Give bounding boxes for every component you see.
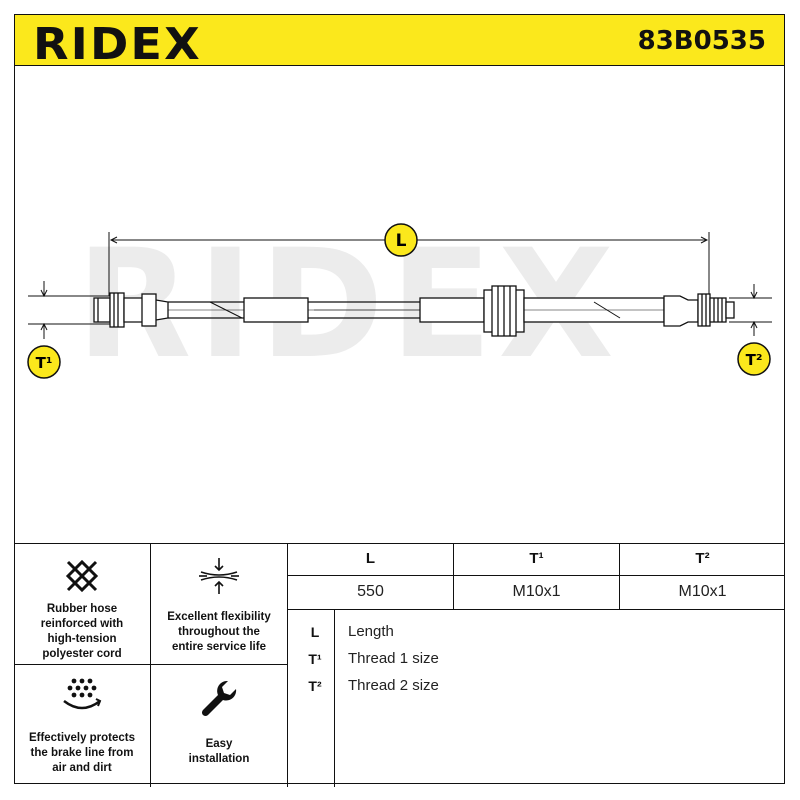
feature-text-line: the brake line from [30, 747, 134, 759]
legend-key: T¹ [308, 651, 322, 667]
length-badge [384, 223, 418, 257]
spec-header-length: L [365, 550, 376, 567]
spec-value-length: 550 [357, 583, 384, 600]
spec-value-thread2: M10x1 [678, 583, 727, 600]
spec-header-thread2: T² [695, 550, 710, 567]
thread2-badge [737, 342, 771, 376]
feature-text-line: high-tension [47, 633, 117, 645]
hose-drawing: RIDEX L T¹ T² [27, 218, 772, 392]
legend-col-divider [334, 609, 335, 787]
spec-value-thread1: M10x1 [512, 583, 561, 600]
part-number: 83B0535 [637, 26, 766, 56]
thread1-badge [27, 345, 61, 379]
legend-label: Thread 2 size [348, 677, 439, 694]
legend-label: Thread 1 size [348, 650, 439, 667]
spec-header-divider [288, 575, 785, 576]
spec-section: Rubber hose reinforced with high-tension… [14, 543, 785, 787]
feature-text-line: Excellent flexibility [167, 611, 271, 623]
feature-text-line: Easy [205, 738, 233, 750]
drawing-frame [14, 66, 785, 784]
feature-text-line: Rubber hose [46, 603, 118, 615]
spec-col-divider [619, 544, 620, 609]
brake-hose [93, 285, 735, 337]
legend-key: L [310, 624, 320, 640]
particles-shield-icon [63, 678, 102, 710]
flexibility-arrows-icon [199, 558, 239, 594]
feature-cell-rubber-hose: Rubber hose reinforced with high-tension… [14, 544, 151, 665]
thread1-badge-label: T¹ [36, 354, 53, 372]
brand-logo: RIDEX [33, 19, 202, 70]
thread2-badge-label: T² [746, 351, 763, 369]
feature-text-line: throughout the [178, 626, 260, 638]
feature-row-divider [14, 664, 288, 665]
spec-values-divider [288, 609, 785, 610]
feature-text-line: entire service life [172, 641, 266, 653]
feature-cell-protection: Effectively protects the brake line from… [14, 665, 151, 787]
feature-cell-installation: Easy installation [151, 665, 288, 787]
spec-col-divider [453, 544, 454, 609]
length-badge-label: L [396, 231, 407, 251]
spec-header-thread1: T¹ [529, 550, 544, 567]
feature-text-line: polyester cord [42, 648, 122, 660]
feature-text-line: installation [188, 753, 250, 765]
thread2-dimension [729, 284, 772, 336]
header-bar: RIDEX 83B0535 [14, 14, 785, 70]
legend-key: T² [308, 678, 322, 694]
thread1-dimension [28, 281, 114, 339]
wrench-icon [201, 680, 237, 717]
woven-mesh-icon [65, 559, 99, 593]
feature-text-line: reinforced with [40, 618, 124, 630]
legend-label: Length [348, 623, 394, 640]
feature-text-line: air and dirt [52, 762, 112, 774]
feature-cell-flexibility: Excellent flexibility throughout the ent… [151, 544, 288, 665]
feature-text-line: Effectively protects [28, 732, 136, 744]
